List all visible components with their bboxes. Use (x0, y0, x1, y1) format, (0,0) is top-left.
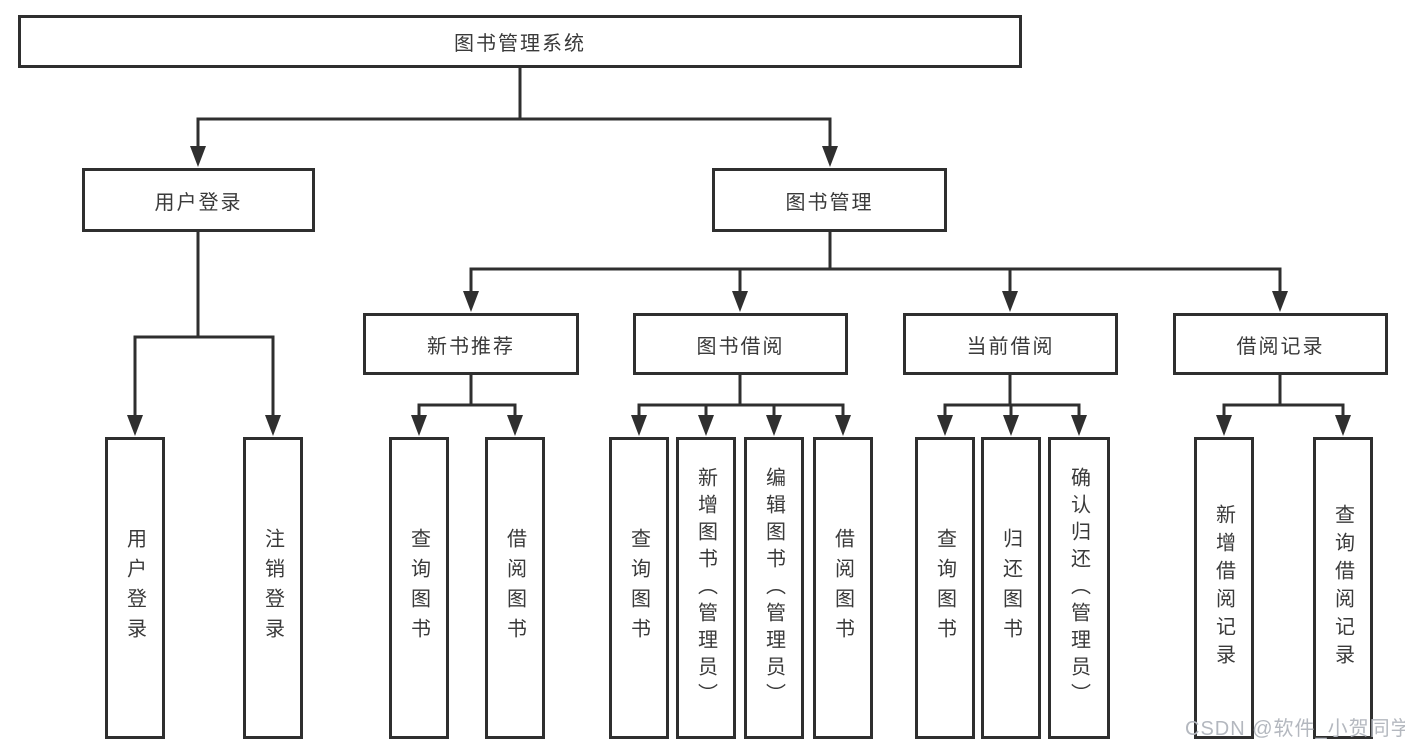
leaf-return-books: 归还图书 (981, 437, 1041, 739)
node-root-system: 图书管理系统 (18, 15, 1022, 68)
leaf-edit-books-admin: 编辑图书（管理员） (744, 437, 804, 739)
node-book-management: 图书管理 (712, 168, 947, 232)
leaf-borrow-books: 借阅图书 (813, 437, 873, 739)
leaf-logout: 注销登录 (243, 437, 303, 739)
connector-lines (133, 66, 1345, 422)
leaf-user-login: 用户登录 (105, 437, 165, 739)
node-current-borrow: 当前借阅 (903, 313, 1118, 375)
leaf-recommend-query-books: 查询图书 (389, 437, 449, 739)
node-book-borrow: 图书借阅 (633, 313, 848, 375)
arrowhead-icons (127, 146, 1351, 436)
leaf-add-books-admin: 新增图书（管理员） (676, 437, 736, 739)
node-borrow-records: 借阅记录 (1173, 313, 1388, 375)
leaf-confirm-return-admin: 确认归还（管理员） (1048, 437, 1110, 739)
leaf-query-borrow-record: 查询借阅记录 (1313, 437, 1373, 739)
leaf-add-borrow-record: 新增借阅记录 (1194, 437, 1254, 739)
leaf-current-query-books: 查询图书 (915, 437, 975, 739)
leaf-borrow-query-books: 查询图书 (609, 437, 669, 739)
node-new-book-recommend: 新书推荐 (363, 313, 579, 375)
leaf-recommend-borrow-books: 借阅图书 (485, 437, 545, 739)
node-user-login: 用户登录 (82, 168, 315, 232)
csdn-watermark: CSDN @软件_小贺同学 (1185, 718, 1405, 740)
